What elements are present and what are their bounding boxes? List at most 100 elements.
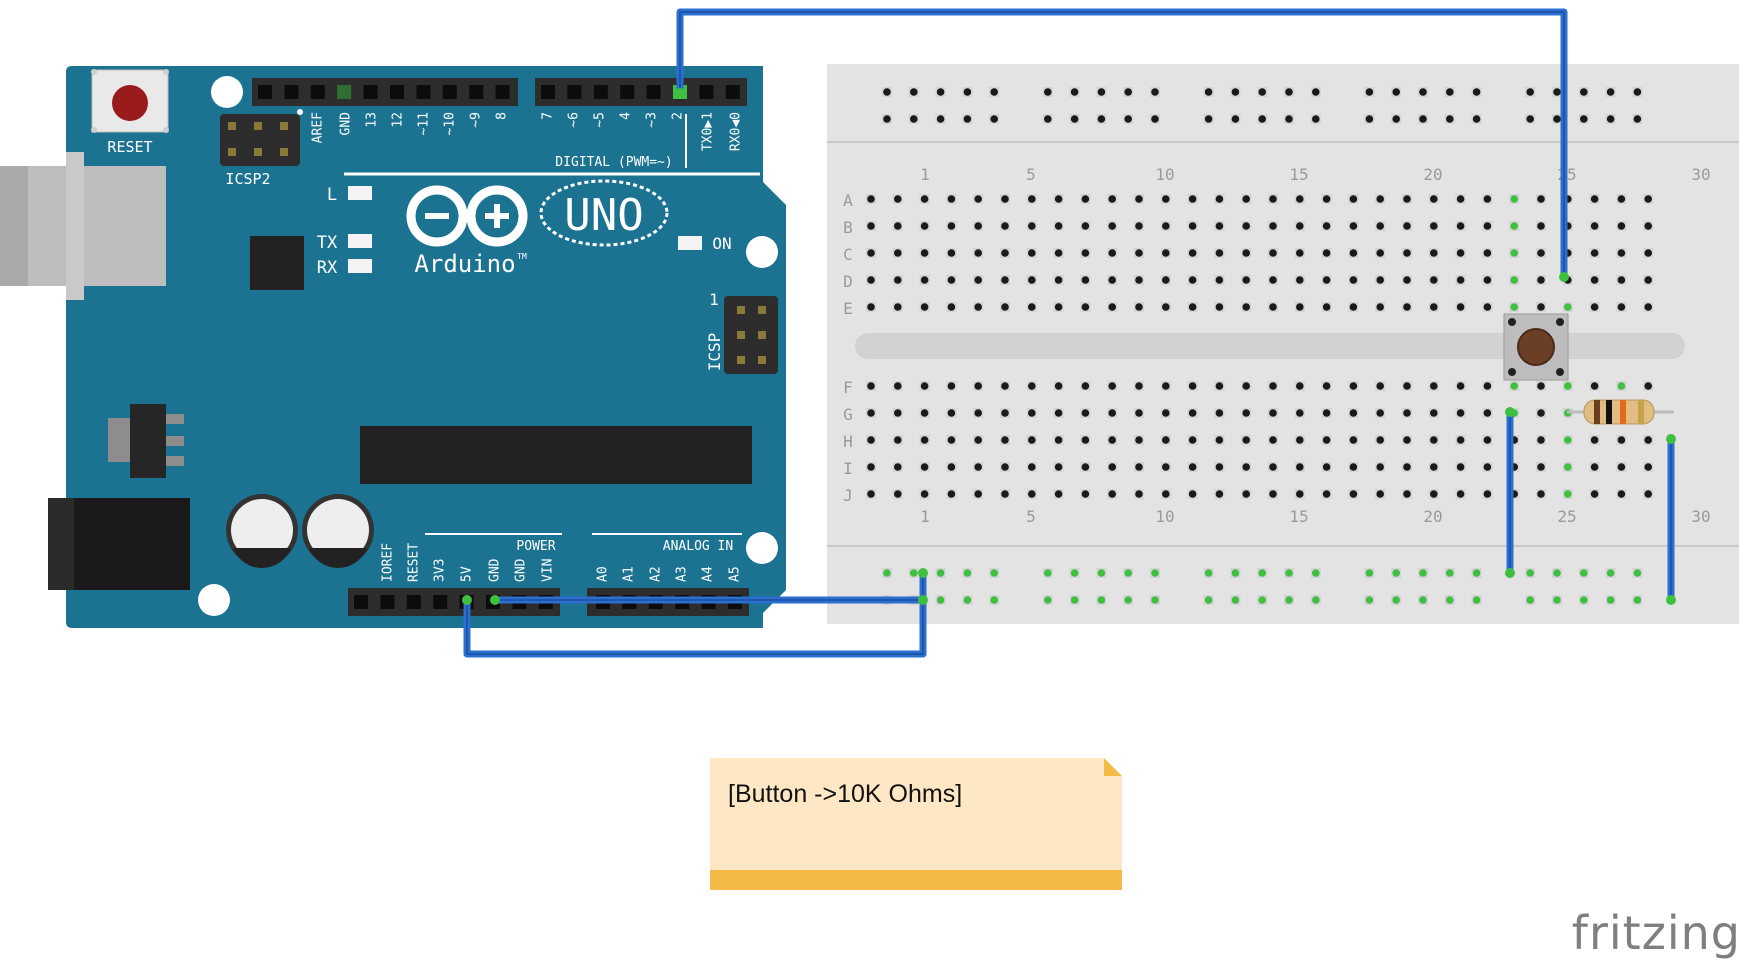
breadboard-hole-pin (1054, 195, 1063, 203)
breadboard-hole-pin (1215, 222, 1224, 230)
header-socket (380, 595, 395, 609)
analog-pin-label: A3 (675, 566, 690, 582)
power-rail-hole-pin (1580, 569, 1588, 577)
breadboard-hole-pin (1242, 276, 1250, 284)
breadboard-hole-pin (1590, 382, 1599, 390)
power-rail-hole-pin (1526, 88, 1534, 96)
breadboard-hole-pin (1510, 249, 1518, 257)
breadboard-hole-pin (1001, 249, 1009, 257)
breadboard-hole-pin (867, 382, 875, 390)
breadboard-hole-pin (1456, 303, 1465, 311)
breadboard-hole-pin (894, 382, 902, 390)
led-rx-label: RX (317, 258, 338, 278)
power-rail-hole-pin (936, 115, 945, 123)
note-footer-bar (710, 870, 1122, 890)
icsp-header (724, 296, 778, 374)
breadboard-hole-pin (1510, 276, 1518, 284)
breadboard-hole-pin (1617, 436, 1626, 444)
led-on-label: ON (712, 234, 731, 253)
trademark-text: TM (517, 252, 527, 261)
breadboard-hole-pin (1590, 463, 1599, 471)
power-rail-hole-pin (990, 88, 998, 96)
arduino-logo (344, 172, 760, 247)
breadboard-hole-pin (920, 195, 929, 203)
breadboard-hole-pin (1510, 303, 1518, 311)
breadboard-hole-pin (1188, 303, 1197, 311)
breadboard-hole-pin (894, 249, 902, 257)
mounting-hole (746, 532, 778, 564)
breadboard-hole-pin (1162, 249, 1170, 257)
breadboard-hole-pin (1188, 195, 1197, 203)
breadboard-hole-pin (894, 276, 902, 284)
breadboard-hole-pin (1349, 490, 1358, 498)
breadboard-hole-pin (1403, 409, 1411, 417)
led-l-label: L (327, 185, 337, 205)
power-rail-hole-pin (1526, 115, 1534, 123)
breadboard-hole-pin (1510, 382, 1518, 390)
breadboard-hole-pin (1430, 463, 1438, 471)
breadboard-hole-pin (1483, 490, 1492, 498)
breadboard-hole-pin (1430, 436, 1438, 444)
breadboard-hole-pin (1135, 382, 1143, 390)
power-rail-hole-pin (1070, 596, 1079, 604)
breadboard-hole-pin (1403, 436, 1411, 444)
digital-pin-label: 2 (671, 112, 686, 120)
breadboard-hole-pin (1430, 303, 1438, 311)
breadboard-hole-pin (1483, 195, 1492, 203)
power-rail-hole-pin (1097, 115, 1106, 123)
power-rail-hole-pin (1285, 88, 1293, 96)
digital-pin-label: TX0▶1 (701, 112, 716, 151)
power-rail-hole-pin (1392, 115, 1400, 123)
breadboard-hole-pin (1108, 490, 1116, 498)
icsp2-label: ICSP2 (225, 170, 270, 188)
breadboard-hole-pin (867, 463, 875, 471)
power-rail-hole-pin (1124, 596, 1132, 604)
power-rail-hole-pin (1446, 88, 1454, 96)
breadboard-hole-pin (1135, 195, 1143, 203)
breadboard-hole-pin (1028, 276, 1036, 284)
breadboard-hole-pin (1188, 463, 1197, 471)
breadboard-hole-pin (1349, 382, 1358, 390)
microcontroller-chip (360, 426, 752, 484)
power-rail-hole-pin (1580, 115, 1588, 123)
breadboard-hole-pin (1242, 222, 1250, 230)
header-socket (390, 85, 404, 99)
breadboard-hole-pin (1028, 436, 1036, 444)
sticky-note[interactable]: [Button ->10K Ohms] (710, 758, 1122, 890)
header-socket (337, 85, 352, 99)
digital-pin-label: 13 (365, 112, 380, 128)
breadboard-hole-pin (1510, 195, 1518, 203)
breadboard-hole-pin (1269, 195, 1277, 203)
digital-pin-label: 7 (541, 112, 556, 120)
power-rail-hole-pin (1204, 569, 1213, 577)
arduino-logo-text: Arduino (414, 250, 515, 278)
power-rail-hole-pin (1526, 596, 1534, 604)
breadboard-hole-pin (1537, 409, 1545, 417)
digital-pin-label: ~11 (417, 112, 432, 135)
col-label-20: 20 (1423, 165, 1442, 184)
digital-header-right (535, 78, 747, 106)
power-rail-hole-pin (1392, 596, 1400, 604)
row-label-a: A (843, 191, 853, 210)
breadboard-hole-pin (947, 195, 956, 203)
header-socket (699, 85, 714, 99)
row-label-c: C (843, 245, 853, 264)
breadboard-hole-pin (1430, 409, 1438, 417)
breadboard-hole-pin (947, 222, 956, 230)
power-rail-hole-pin (910, 115, 918, 123)
digital-pin-label: ~5 (593, 112, 608, 128)
breadboard-hole-pin (1537, 195, 1545, 203)
breadboard-hole-pin (1430, 382, 1438, 390)
analog-pin-label: A5 (728, 566, 743, 582)
breadboard-hole-pin (1403, 303, 1411, 311)
breadboard-hole-pin (1188, 249, 1197, 257)
power-pin-label: 5V (460, 566, 475, 582)
power-rail-hole-pin (1151, 569, 1159, 577)
power-rail-hole-pin (963, 569, 972, 577)
digital-label: DIGITAL (PWM=~) (555, 155, 672, 170)
power-rail-hole-pin (1285, 596, 1293, 604)
reset-button[interactable] (91, 69, 169, 133)
breadboard-hole-pin (974, 276, 982, 284)
breadboard-hole-pin (1590, 195, 1599, 203)
